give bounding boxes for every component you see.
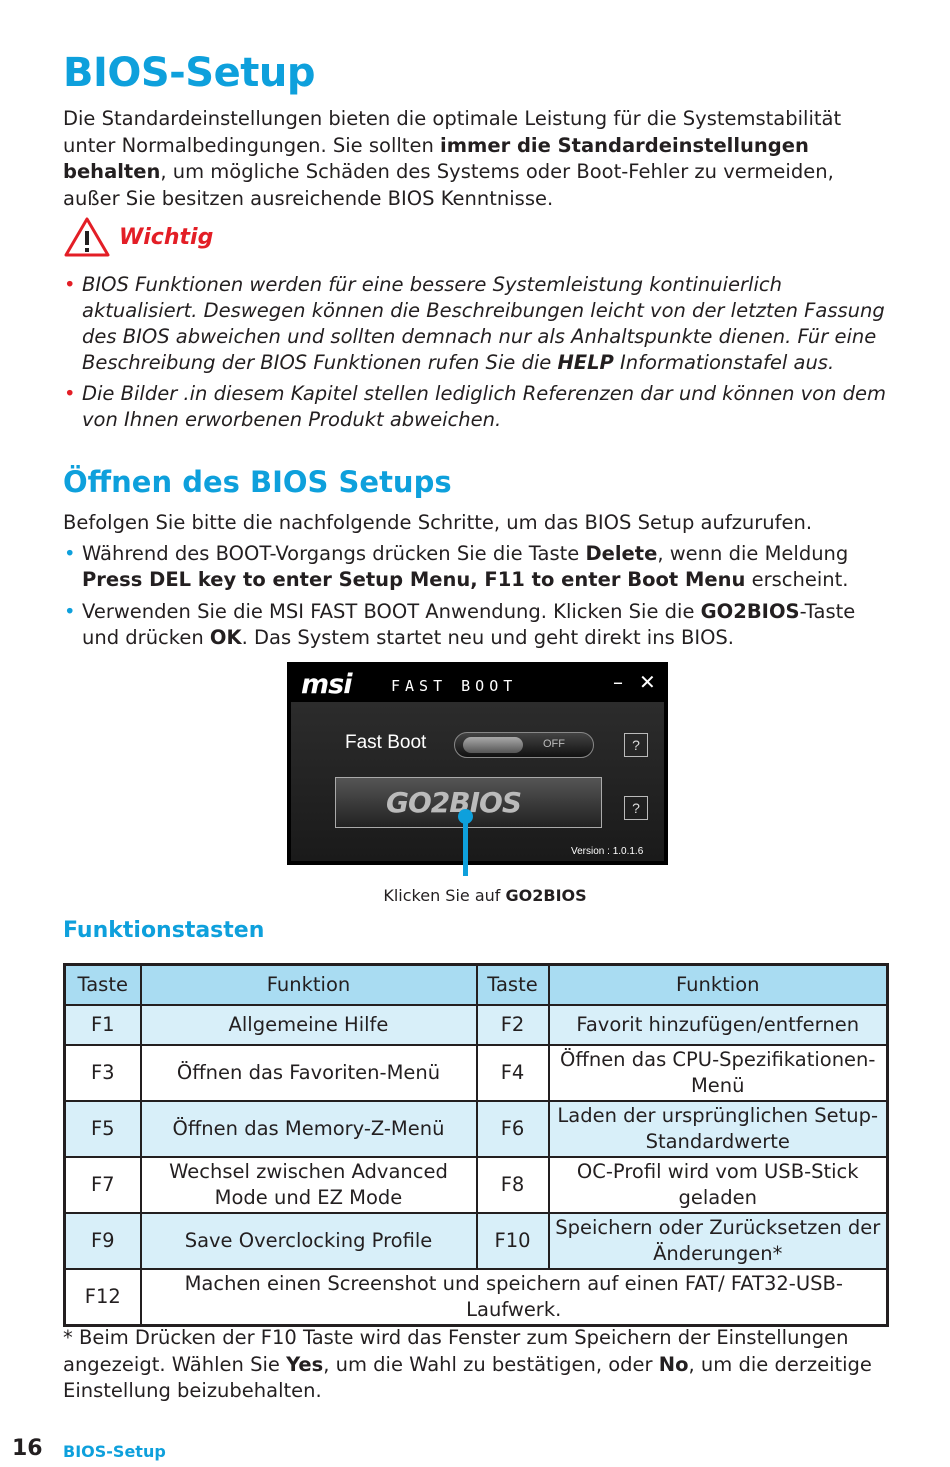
function-cell: Öffnen das CPU-Spezifikationen-Menü [547,1044,889,1102]
function-cell: Laden der ursprünglichen Setup-Standardw… [547,1100,889,1158]
warning-icon [64,217,110,257]
page-number: 16 [12,1436,43,1461]
toggle-state: OFF [543,738,565,750]
list-item: •Während des BOOT-Vorgangs drücken Sie d… [64,542,849,591]
important-box: Wichtig [63,216,213,258]
key-cell: F9 [63,1212,142,1270]
key-cell: F4 [475,1044,550,1102]
important-list: •BIOS Funktionen werden für eine bessere… [63,272,893,438]
function-keys-table: Taste Funktion Taste Funktion F1 Allgeme… [63,963,889,1327]
go2bios-label: GO2BIOS [386,786,522,819]
table-row: F3 Öffnen das Favoriten-Menü F4 Öffnen d… [63,1044,889,1102]
key-cell: F3 [63,1044,142,1102]
key-cell: F10 [475,1212,550,1270]
column-header: Taste [63,963,142,1006]
footer-section-title: BIOS-Setup [63,1442,166,1461]
function-cell: Öffnen das Memory-Z-Menü [139,1100,478,1158]
close-button[interactable]: ✕ [639,670,656,694]
key-cell: F7 [63,1156,142,1214]
go2bios-help-button[interactable]: ? [624,796,648,820]
section-heading: Öffnen des BIOS Setups [63,465,452,499]
table-row: F12 Machen einen Screenshot und speicher… [63,1268,889,1326]
figure-caption: Klicken Sie auf GO2BIOS [383,886,587,905]
page-title: BIOS-Setup [63,50,315,96]
key-cell: F1 [63,1004,142,1046]
bullet: • [64,273,76,296]
function-cell: Allgemeine Hilfe [139,1004,478,1046]
table-row: F5 Öffnen das Memory-Z-Menü F6 Laden der… [63,1100,889,1158]
list-item: •Die Bilder .in diesem Kapitel stellen l… [64,382,887,431]
column-header: Funktion [547,963,889,1006]
table-row: F9 Save Overclocking Profile F10 Speiche… [63,1212,889,1270]
table-header-row: Taste Funktion Taste Funktion [63,963,889,1006]
go2bios-button[interactable]: GO2BIOS [335,777,602,828]
table-row: F7 Wechsel zwischen Advanced Mode und EZ… [63,1156,889,1214]
steps-intro: Befolgen Sie bitte die nachfolgende Schr… [63,511,813,534]
fast-boot-toggle[interactable]: OFF [454,732,594,758]
function-cell: Öffnen das Favoriten-Menü [139,1044,478,1102]
callout-line [463,812,468,876]
key-cell: F2 [475,1004,550,1046]
app-name: FAST BOOT [391,677,518,695]
key-cell: F12 [63,1268,142,1326]
version-label: Version : 1.0.1.6 [571,846,644,857]
footnote: * Beim Drücken der F10 Taste wird das Fe… [63,1326,872,1402]
minimize-button[interactable]: – [613,670,623,694]
key-cell: F5 [63,1100,142,1158]
key-cell: F6 [475,1100,550,1158]
column-header: Funktion [139,963,478,1006]
toggle-knob [463,737,523,753]
bullet: • [64,382,76,405]
bullet: • [64,600,76,623]
function-cell: OC-Profil wird vom USB-Stick geladen [547,1156,889,1214]
function-cell: Save Overclocking Profile [139,1212,478,1270]
key-cell: F8 [475,1156,550,1214]
fast-boot-window: msi FAST BOOT – ✕ Fast Boot OFF ? GO2BIO… [287,662,668,865]
steps-list: •Während des BOOT-Vorgangs drücken Sie d… [63,541,893,657]
function-cell: Machen einen Screenshot und speichern au… [139,1268,889,1326]
help-button[interactable]: ? [624,733,648,757]
table-row: F1 Allgemeine Hilfe F2 Favorit hinzufüge… [63,1004,889,1046]
msi-logo: msi [301,669,352,700]
bullet: • [64,542,76,565]
function-cell: Speichern oder Zurücksetzen der Änderung… [547,1212,889,1270]
list-item: •BIOS Funktionen werden für eine bessere… [64,273,885,374]
intro-paragraph: Die Standardeinstellungen bieten die opt… [63,107,842,210]
callout-dot [458,809,473,824]
list-item: •Verwenden Sie die MSI FAST BOOT Anwendu… [64,600,856,649]
column-header: Taste [475,963,550,1006]
fast-boot-label: Fast Boot [345,732,427,753]
subsection-heading: Funktionstasten [63,918,265,943]
function-cell: Favorit hinzufügen/entfernen [547,1004,889,1046]
function-cell: Wechsel zwischen Advanced Mode und EZ Mo… [139,1156,478,1214]
important-label: Wichtig [119,224,214,250]
